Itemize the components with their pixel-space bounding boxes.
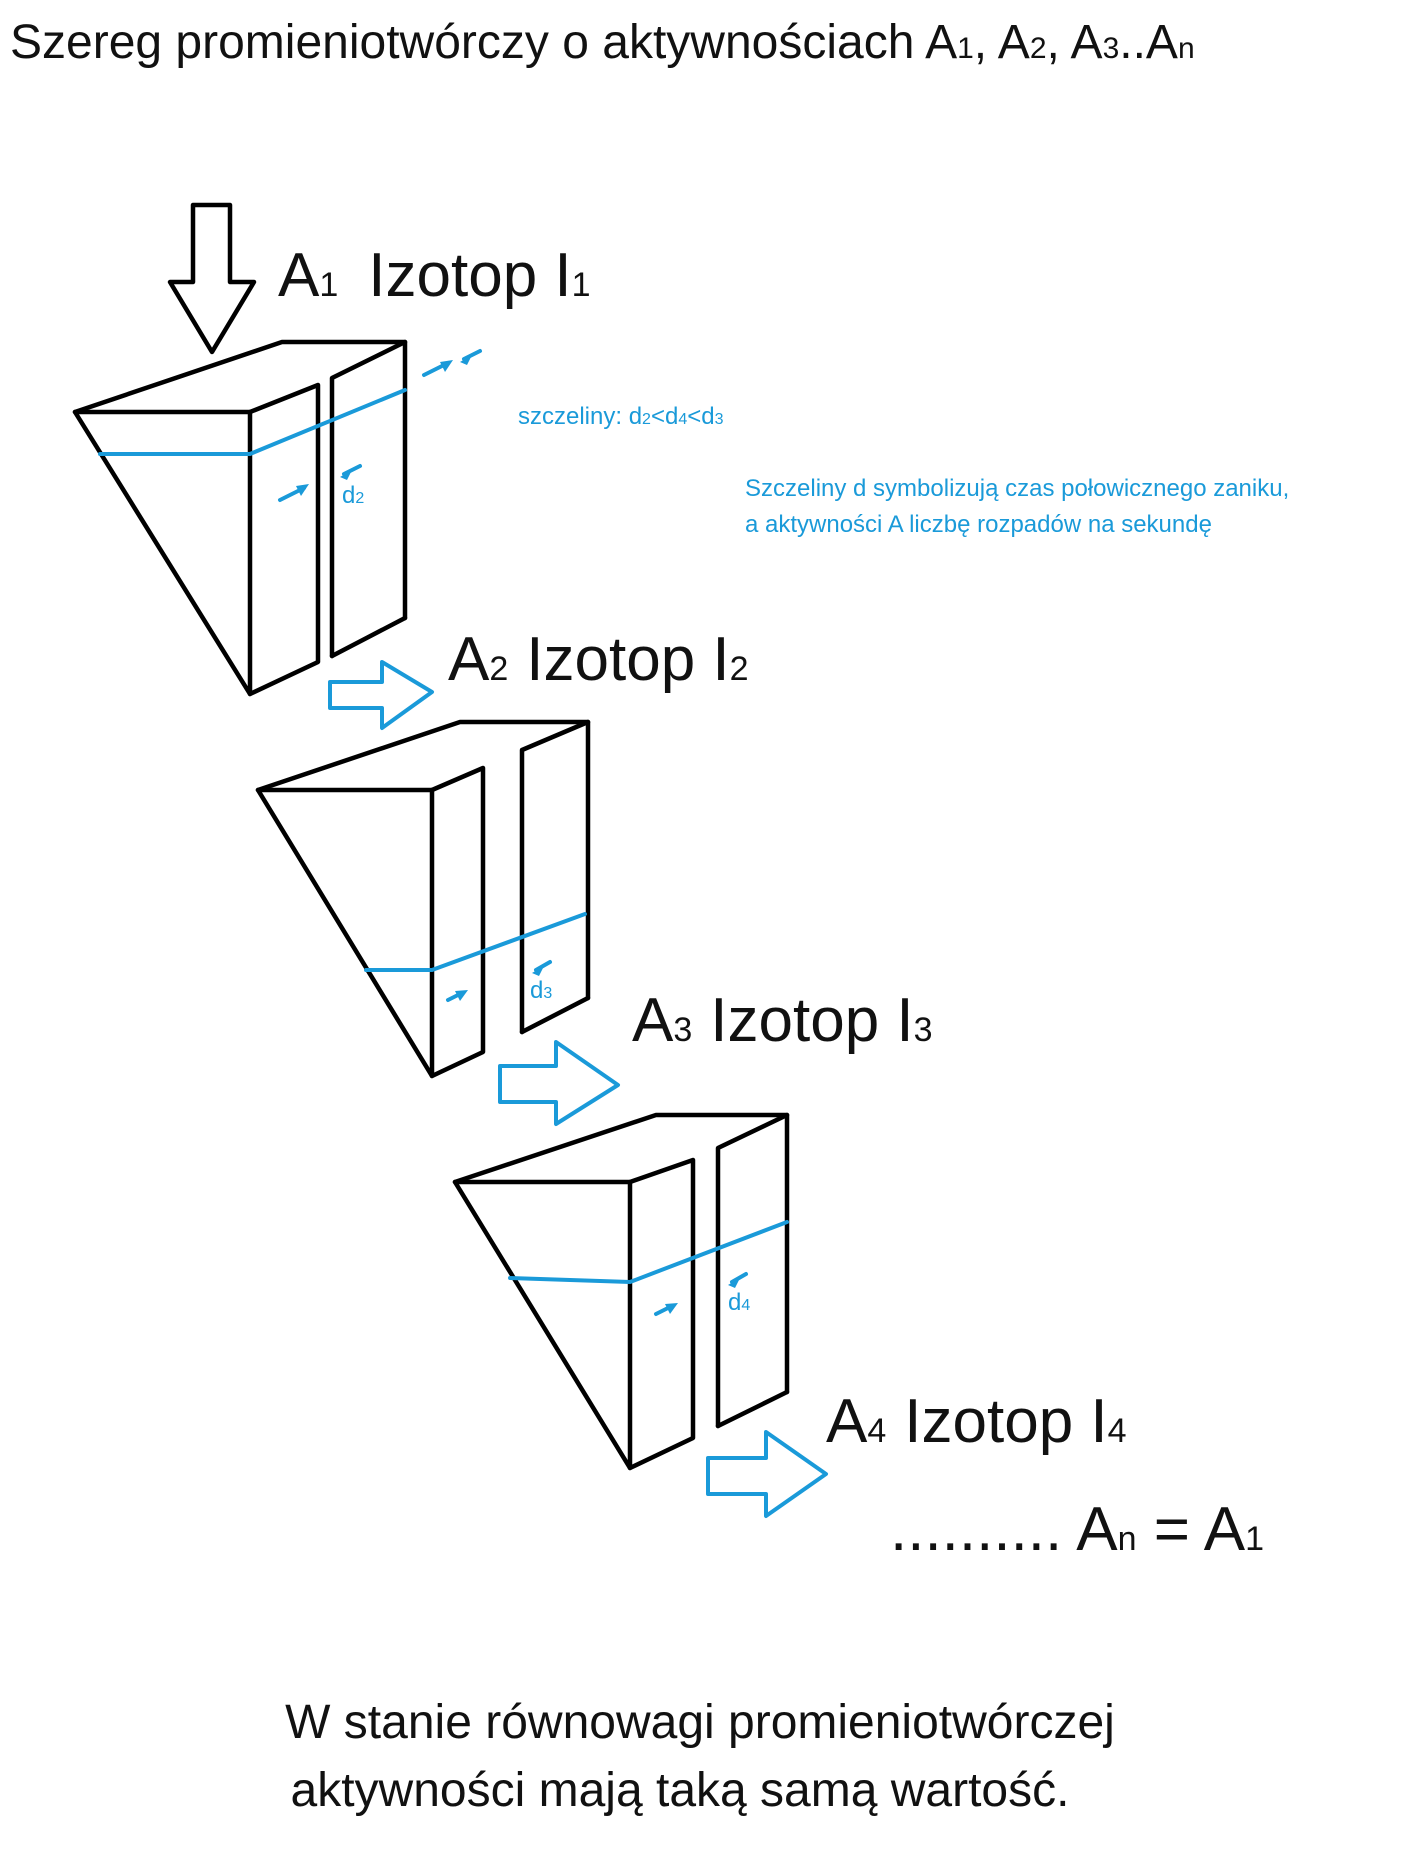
vessel-1-level xyxy=(98,388,407,456)
gap-d2-label: d2 xyxy=(342,482,364,509)
gap-d4-label: d4 xyxy=(728,1289,750,1316)
vessel-2 xyxy=(255,719,591,1079)
footer-line-2: aktywności mają taką samą wartość. xyxy=(291,1764,1070,1817)
note-line-1: Szczeliny d symbolizują czas połowiczneg… xyxy=(745,475,1289,502)
final-equation: ..........An = A1 xyxy=(890,1495,1264,1564)
szczeliny-order-label: szczeliny: d2<d4<d3 xyxy=(518,403,724,430)
vessel-3 xyxy=(452,1112,790,1471)
flow-arrow-3-icon xyxy=(706,1430,828,1518)
footer-line-1: W stanie równowagi promieniotwórczej xyxy=(285,1696,1115,1749)
flow-arrow-2-icon xyxy=(498,1040,620,1126)
vessel-2-level xyxy=(364,912,587,972)
note-line-2: a aktywności A liczbę rozpadów na sekund… xyxy=(745,511,1212,538)
diagram-title: Szereg promieniotwórczy o aktywnościach … xyxy=(10,16,1195,69)
gap-d4-arrows-icon xyxy=(654,1272,748,1316)
gap-d3-arrows-icon xyxy=(446,960,552,1002)
flow-arrow-1-icon xyxy=(328,660,434,730)
vessel-3-level xyxy=(508,1220,789,1285)
vessel-1 xyxy=(72,339,408,697)
gap-d2-arrows-icon xyxy=(278,349,482,502)
gap-d3-label: d3 xyxy=(530,977,552,1004)
input-arrow-icon xyxy=(167,202,257,355)
